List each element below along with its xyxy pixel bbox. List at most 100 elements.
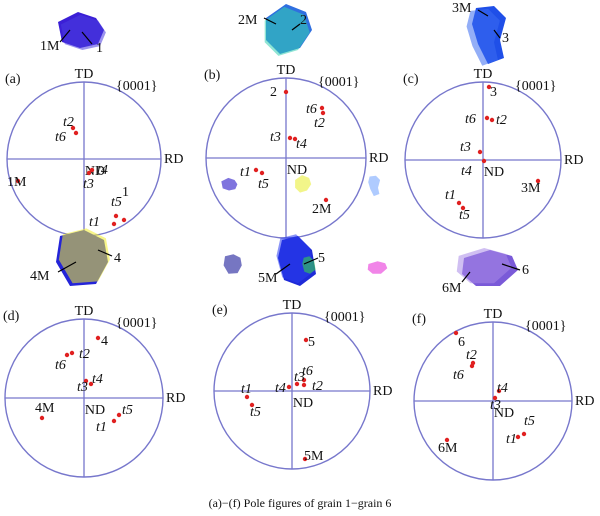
pole-label: t6 <box>55 358 66 373</box>
pole-label: t2 <box>314 116 325 131</box>
pole-label: 6M <box>438 441 458 456</box>
grain-texture-region <box>466 8 500 66</box>
pole-label: 2 <box>270 85 277 100</box>
pole-label: t5 <box>524 414 535 429</box>
pole-point <box>302 456 308 462</box>
pole-point <box>301 382 307 388</box>
pole-label: t4 <box>92 372 103 387</box>
pole-label: t4 <box>97 163 108 178</box>
pole-point <box>64 352 70 358</box>
pole-point <box>39 415 45 421</box>
pole-label: t4 <box>461 164 472 179</box>
pole-label: 4 <box>101 334 108 349</box>
td-label: TD <box>283 298 302 313</box>
pole-point <box>111 418 117 424</box>
plane-family-label: {0001} <box>525 319 566 334</box>
pole-label: t1 <box>89 215 100 230</box>
pole-label: t6 <box>55 130 66 145</box>
grain-label: 1M <box>40 39 60 54</box>
pole-point <box>249 402 255 408</box>
pole-point <box>484 115 490 121</box>
pole-point <box>88 381 94 387</box>
leader-line <box>291 23 301 31</box>
pole-label: t1 <box>240 165 251 180</box>
pole-point <box>489 117 495 123</box>
leader-line <box>501 263 521 271</box>
nd-label: ND <box>85 164 105 179</box>
pole-point <box>121 217 127 223</box>
pole-label: t5 <box>250 405 261 420</box>
grain-twin-region <box>368 175 381 197</box>
pole-label: t6 <box>453 368 464 383</box>
pole-point <box>496 388 502 394</box>
pole-point <box>89 167 95 173</box>
pole-label: t3 <box>460 140 471 155</box>
leader-line <box>97 249 113 257</box>
leader-line <box>263 17 277 25</box>
pole-point <box>492 395 498 401</box>
pole-label: t3 <box>270 130 281 145</box>
grain-twin-region <box>223 254 242 274</box>
grain-label: 5M <box>258 271 278 286</box>
pole-point <box>283 89 289 95</box>
grain-texture-region <box>60 14 106 51</box>
grain-3-inset: 3M3 <box>368 1 509 197</box>
grain-label: 6 <box>522 263 529 278</box>
pole-label: t4 <box>275 381 286 396</box>
pole-label: 1 <box>122 185 129 200</box>
pole-label: t2 <box>63 115 74 130</box>
grain-label: 3 <box>502 31 509 46</box>
leader-line <box>493 29 501 39</box>
grain-label: 2 <box>300 13 307 28</box>
pole-label: t5 <box>459 208 470 223</box>
grain-label: 5 <box>318 251 325 266</box>
pole-label: t6 <box>302 364 313 379</box>
pole-label: 3 <box>490 85 497 100</box>
nd-label: ND <box>287 163 307 178</box>
pole-point <box>453 330 459 336</box>
pole-label: 5 <box>308 335 315 350</box>
pole-point <box>535 178 541 184</box>
pole-label: 3M <box>521 181 541 196</box>
pole-label: t3 <box>294 370 305 385</box>
grain-1-inset: 1M 1 <box>40 12 238 191</box>
pole-label: t3 <box>77 380 88 395</box>
pole-point <box>294 381 300 387</box>
pole-label: t3 <box>490 398 501 413</box>
panel-label: (e) <box>212 303 228 318</box>
grain-5-inset: 5M 5 <box>258 234 325 286</box>
pole-label: t2 <box>79 347 90 362</box>
grain-label: 1 <box>96 41 103 56</box>
td-label: TD <box>484 307 503 322</box>
grain-4-inset: 4M4 <box>30 228 242 286</box>
grain-texture-region <box>264 6 310 56</box>
pole-label: t1 <box>96 420 107 435</box>
grain-twin-region <box>367 261 388 274</box>
nd-label: ND <box>484 165 504 180</box>
grain-label: 4 <box>114 251 121 266</box>
td-label: TD <box>75 67 94 82</box>
pole-point <box>83 378 89 384</box>
pole-label: t6 <box>465 112 476 127</box>
pole-point <box>323 197 329 203</box>
pole-point <box>15 178 21 184</box>
pole-point <box>444 437 450 443</box>
td-label: TD <box>75 304 94 319</box>
pole-point <box>460 205 466 211</box>
pole-point <box>69 350 75 356</box>
grain-label: 6M <box>442 281 462 296</box>
td-label: TD <box>474 67 493 82</box>
leader-line <box>275 263 291 275</box>
pole-point <box>515 434 521 440</box>
pole-point <box>116 412 122 418</box>
pole-point <box>456 200 462 206</box>
grain-texture-region <box>58 228 110 284</box>
pole-point <box>111 221 117 227</box>
pole-label: 2M <box>312 202 332 217</box>
leader-line <box>303 257 319 265</box>
pole-point <box>486 84 492 90</box>
pole-point <box>95 335 101 341</box>
